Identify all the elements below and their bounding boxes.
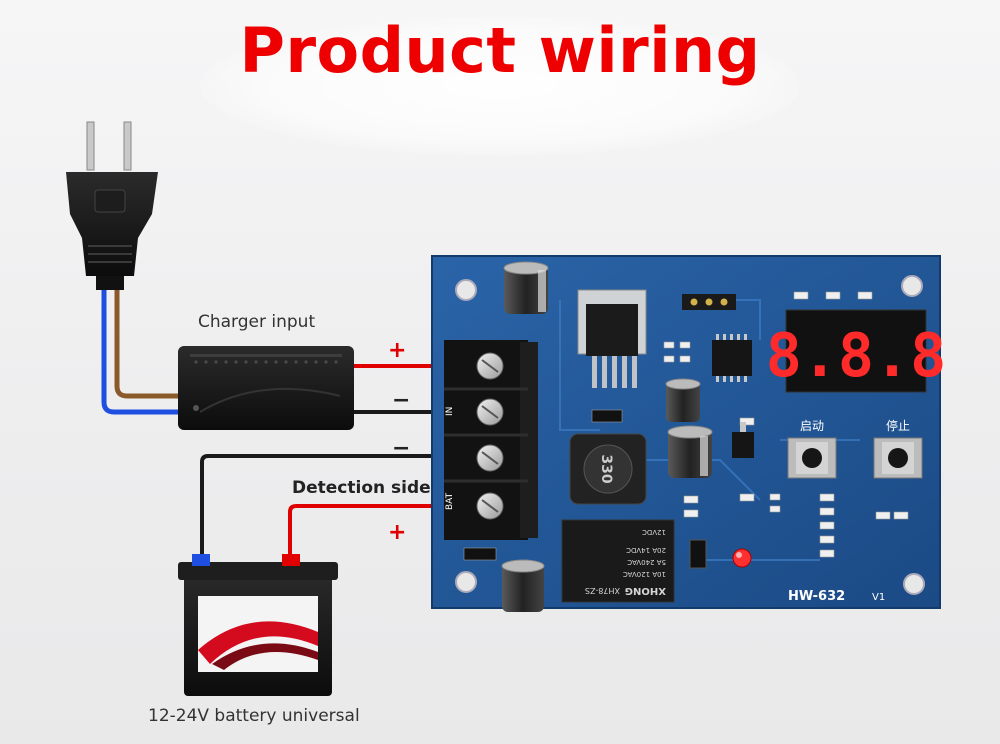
inductor-label: 330 [598,454,614,483]
capacitor [665,378,701,422]
relay-brand: XHONG [625,585,666,596]
plug-prong-right [123,121,132,171]
relay-rating-3: 20A 14VDC [626,546,666,554]
relay-coil: 12VDC [642,528,666,536]
blue-wire [101,290,180,415]
start-button[interactable] [787,437,837,479]
mount-hole [455,279,477,301]
board-model: HW-632 [788,589,845,604]
plug-body [66,172,158,276]
input-plus-sign: + [388,338,407,363]
control-ic [712,334,752,382]
page-title: Product wiring [239,14,761,87]
plug-prong-left [86,121,95,171]
battery-minus-sign: − [392,436,411,461]
capacitor [501,559,545,612]
display-digits: 8.8.8 [766,321,947,391]
car-battery [178,554,338,696]
detection-side-label: Detection side [292,478,431,498]
diode [689,539,707,569]
battery-caption: 12-24V battery universal [148,706,360,726]
plug-emboss [94,189,126,213]
capacitor [503,261,549,314]
battery-positive-terminal [282,554,300,566]
seven-segment-display: 8.8.8 [766,309,947,393]
stop-button[interactable] [873,437,923,479]
voltage-regulator [577,289,647,388]
relay-rating-2: 5A 240VAC [627,558,666,566]
charger-body [178,346,354,430]
battery-plus-sign: + [388,520,407,545]
terminal-block [444,340,538,540]
inductor: 330 [569,433,647,505]
transistor [732,422,754,458]
power-plug [66,121,158,290]
charger-adapter [178,346,354,430]
title-glow [200,16,800,156]
terminal-bat-label: BAT [445,492,455,510]
pin-header [682,294,736,310]
input-minus-sign: − [392,388,411,413]
charger-input-label: Charger input [198,312,316,332]
relay: XHONG XH78-ZS 10A 120VAC 5A 240VAC 20A 1… [561,519,675,603]
plug-cable-sleeve [96,276,124,290]
hw632-board: IN BAT [431,255,947,612]
mount-hole [901,275,923,297]
terminal-in-label: IN [445,407,455,416]
capacitor [667,425,713,478]
battery-negative-wire [200,454,472,560]
board-version: V1 [872,592,885,603]
status-led [732,548,752,568]
mount-hole [455,571,477,593]
brown-wire [114,290,180,399]
relay-model: XH78-ZS [585,586,620,595]
battery-positive-wire [288,504,472,572]
stop-button-label: 停止 [886,418,910,433]
start-button-label: 启动 [800,419,824,433]
relay-rating-1: 10A 120VAC [623,570,666,578]
battery-negative-terminal [192,554,210,566]
mount-hole [903,573,925,595]
